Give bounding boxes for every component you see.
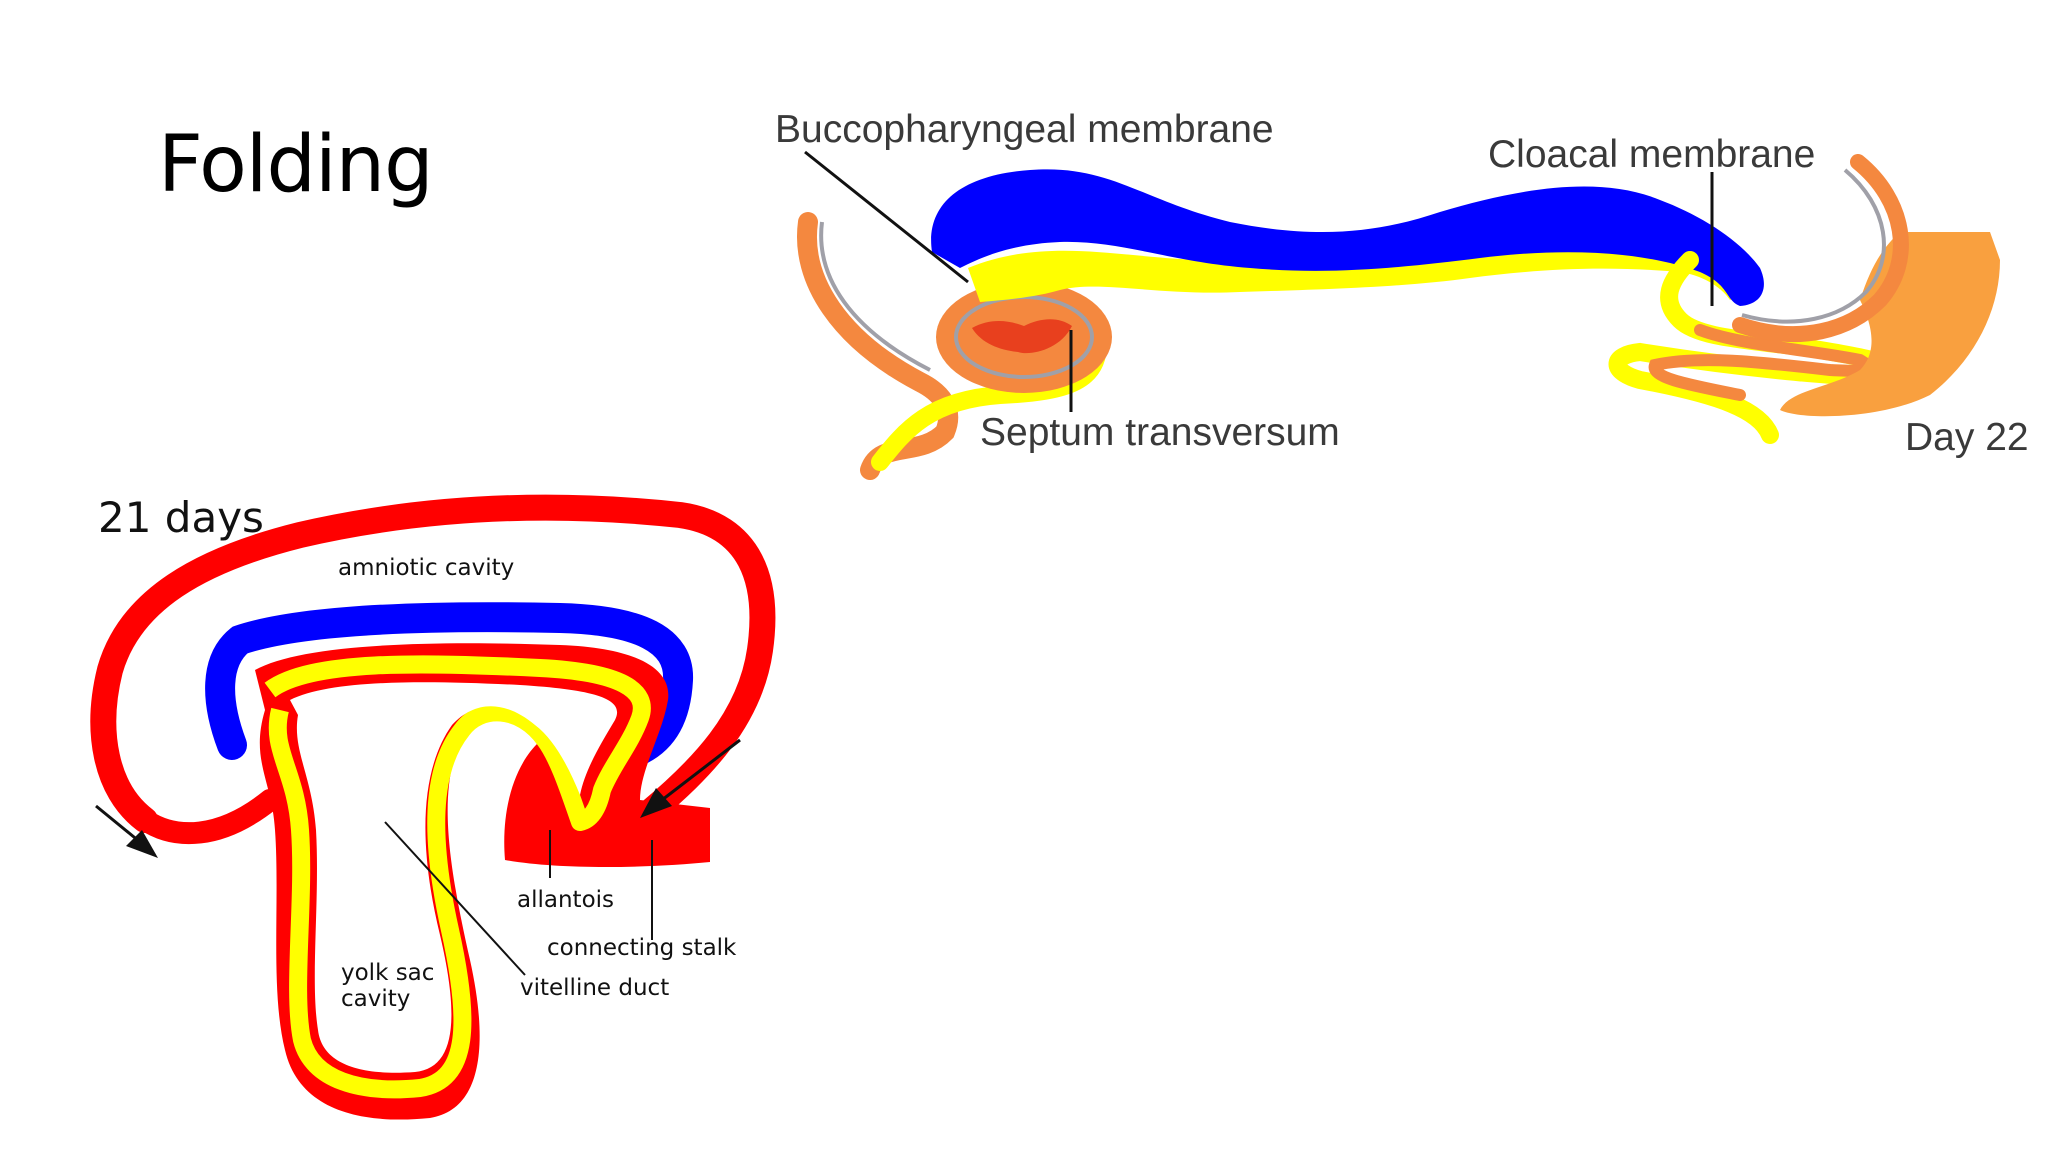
day22-label: Day 22 [1905, 416, 2029, 459]
slide-title: Folding [158, 120, 434, 210]
left-fold-arrow [95, 804, 158, 858]
day22-heart-tube [972, 319, 1072, 354]
day22-right-mesoderm-arc [1732, 154, 1909, 343]
day21-amnion-lower-left [134, 789, 281, 845]
day22-diagram: Buccopharyngeal membrane Cloacal membran… [775, 108, 2029, 480]
day22-left-amnion-line [819, 221, 931, 372]
amniotic-cavity-label: amniotic cavity [338, 555, 514, 581]
day22-ectoderm-layer [931, 169, 1764, 306]
yolk-sac-label-line2: cavity [341, 986, 410, 1012]
vitelline-duct-label: vitelline duct [520, 975, 669, 1001]
buccopharyngeal-leader [804, 150, 969, 284]
day22-left-mesoderm-arc [797, 212, 959, 480]
buccopharyngeal-label: Buccopharyngeal membrane [775, 108, 1274, 151]
vitelline-duct-leader [384, 821, 526, 976]
cloacal-label: Cloacal membrane [1488, 133, 1815, 176]
yolk-sac-label-line1: yolk sac [341, 960, 434, 986]
septum-label: Septum transversum [980, 411, 1340, 454]
day21-endoderm-outline [264, 655, 651, 1099]
connecting-stalk-label: connecting stalk [547, 935, 737, 961]
day21-diagram: 21 days amniotic cavity allantois connec… [90, 493, 776, 1120]
day22-right-amnion-line [1741, 168, 1886, 324]
allantois-label: allantois [517, 887, 614, 913]
day21-yolk-sac-cavity [290, 682, 618, 1073]
day21-amnion-wall [90, 494, 776, 833]
day22-right-mesoderm-limb [1648, 324, 1877, 401]
day22-allantois-tail [1780, 232, 2000, 417]
day21-label: 21 days [98, 493, 264, 542]
right-fold-arrow [640, 738, 741, 818]
day21-ectoderm-arc [205, 602, 693, 765]
